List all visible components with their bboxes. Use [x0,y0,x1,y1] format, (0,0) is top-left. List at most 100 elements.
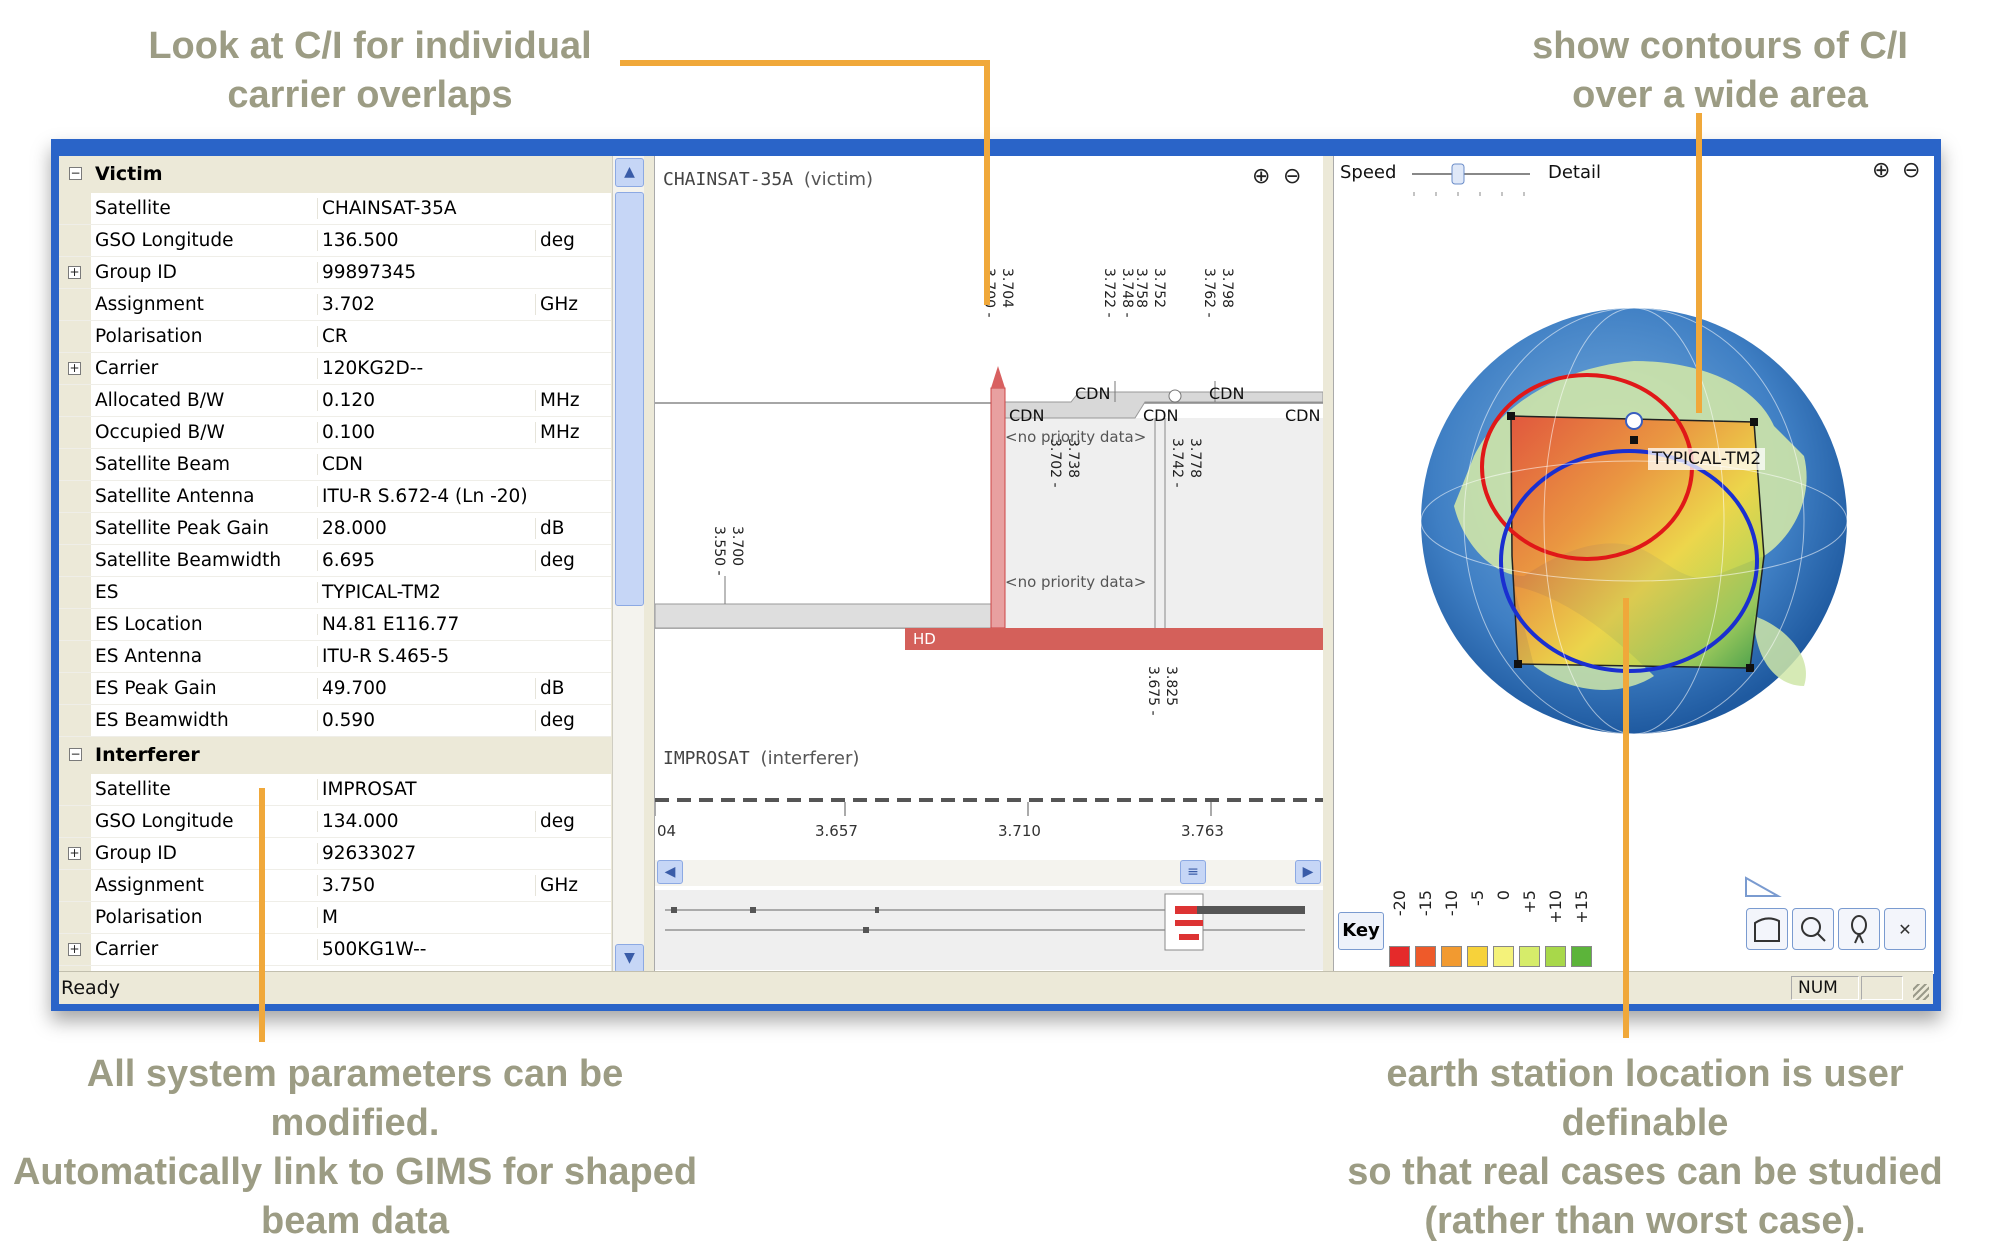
property-name: GSO Longitude [95,230,234,251]
property-value[interactable]: 0.590 [317,710,542,731]
property-value[interactable]: ITU-R S.465-5 [317,646,542,667]
legend-label: -15 [1416,890,1435,917]
row-gutter [59,673,91,704]
legend-swatch [1493,946,1514,967]
dish-rotate-tool-button[interactable] [1792,908,1834,950]
scroll-thumb[interactable]: ≡ [1180,860,1206,884]
property-value[interactable]: 134.000 [317,811,542,832]
property-name: Satellite [95,198,171,219]
earth-station-icon [1851,915,1867,944]
spectrum-scrollbar[interactable]: ◀ ≡ ▶ [655,860,1323,886]
scroll-left-button[interactable]: ◀ [657,860,683,884]
property-name: Satellite Beam [95,454,231,475]
property-value[interactable]: IMPROSAT [317,779,542,800]
property-value[interactable]: 28.000 [317,518,542,539]
zoom-in-icon[interactable]: ⊕ [1872,158,1891,183]
property-row[interactable]: Satellite Beam CDN [59,449,611,481]
row-gutter [59,609,91,640]
property-name: Carrier [95,358,159,379]
collapse-icon[interactable]: − [69,747,82,761]
property-name: Allocated B/W [95,390,225,411]
speed-detail-slider[interactable] [1406,162,1536,202]
property-unit: MHz [535,390,610,411]
scroll-right-button[interactable]: ▶ [1295,860,1321,884]
dish-rotate-icon [1801,917,1826,942]
property-value[interactable]: 49.700 [317,678,542,699]
property-row[interactable]: + Carrier 120KG2D-- [59,353,611,385]
property-value[interactable]: CHAINSAT-35A [317,198,542,219]
property-row[interactable]: Satellite CHAINSAT-35A [59,193,611,225]
property-value[interactable]: 500KG1W-- [317,939,542,960]
category-interferer[interactable]: − Interferer [59,737,611,774]
zoom-out-icon[interactable]: ⊖ [1283,164,1302,189]
row-gutter [59,870,91,901]
frequency-axis [655,798,1323,816]
property-value[interactable]: 136.500 [317,230,542,251]
spectrum-overview[interactable] [655,890,1323,970]
victim-rows: Satellite CHAINSAT-35A GSO Longitude 136.50… [59,193,611,737]
property-value[interactable]: 0.100 [317,422,542,443]
expand-icon[interactable]: + [68,942,81,956]
scroll-thumb[interactable] [615,192,644,606]
zoom-out-icon[interactable]: ⊖ [1902,158,1921,183]
globe-map[interactable] [1334,156,1934,756]
earth-station-tool-button[interactable] [1838,908,1880,950]
property-name: ES Beamwidth [95,710,229,731]
scroll-up-button[interactable]: ▲ [615,158,644,187]
row-gutter: + [59,257,91,288]
status-text: Ready [61,977,120,999]
property-value[interactable]: 3.750 [317,875,542,896]
row-gutter [59,385,91,416]
property-value[interactable]: CR [317,326,542,347]
property-value[interactable]: 6.695 [317,550,542,571]
property-value[interactable]: M [317,907,542,928]
property-name: ES [95,582,119,603]
property-row[interactable]: ES TYPICAL-TM2 [59,577,611,609]
zoom-in-icon[interactable]: ⊕ [1252,164,1271,189]
property-value[interactable]: N4.81 E116.77 [317,614,542,635]
category-victim[interactable]: − Victim [59,156,611,193]
property-value[interactable]: TYPICAL-TM2 [317,582,542,603]
scroll-down-button[interactable]: ▼ [615,944,644,973]
expand-icon[interactable]: + [68,846,81,860]
property-value[interactable]: 0.120 [317,390,542,411]
property-value[interactable]: 120KG2D-- [317,358,542,379]
legend-swatch [1415,946,1436,967]
grid-scrollbar[interactable]: ▲ ▼ [612,156,644,974]
property-value[interactable]: 99897345 [317,262,542,283]
legend-label: -5 [1468,890,1487,906]
collapse-icon[interactable]: − [69,166,82,180]
expand-icon[interactable]: + [68,361,81,375]
resize-grip[interactable] [1913,984,1929,1000]
property-value[interactable]: 92633027 [317,843,542,864]
property-value[interactable]: CDN [317,454,542,475]
row-gutter [59,577,91,608]
pointer-tool-icon[interactable] [1742,874,1782,898]
key-button[interactable]: Key [1338,912,1384,950]
property-value[interactable]: ITU-R S.672-4 (Ln -20) [317,486,542,507]
coverage-tool-button[interactable] [1746,908,1788,950]
property-value[interactable]: 3.702 [317,294,542,315]
expand-icon[interactable]: + [68,265,81,279]
clear-tool-button[interactable]: ✕ [1884,908,1926,950]
